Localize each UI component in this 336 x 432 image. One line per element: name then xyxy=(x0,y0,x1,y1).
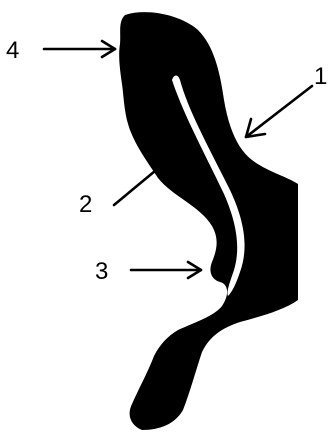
label-3: 3 xyxy=(95,258,108,285)
arrow-3 xyxy=(131,262,201,278)
label-2: 2 xyxy=(79,191,92,218)
arrow-1 xyxy=(246,86,312,137)
label-1: 1 xyxy=(314,63,327,90)
arrow-4 xyxy=(44,41,115,57)
specimen-silhouette xyxy=(119,12,298,430)
label-4: 4 xyxy=(6,37,19,64)
